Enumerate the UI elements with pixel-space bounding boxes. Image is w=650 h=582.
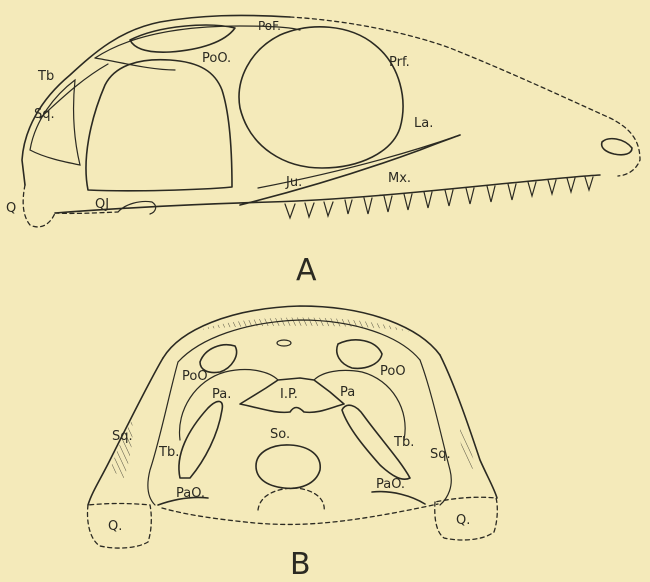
- label-b-poo-left: PoO: [182, 369, 208, 384]
- label-sq: Sq.: [34, 107, 55, 122]
- label-b-pa-right: Pa: [340, 385, 355, 400]
- skull-b-outer-arch: [163, 306, 440, 358]
- label-mx: Mx.: [388, 171, 411, 186]
- skull-b-right-upper-fenestra: [337, 340, 382, 368]
- skull-b-pineal: [277, 340, 291, 346]
- skull-a-snout-dashed: [290, 17, 640, 176]
- label-poo: PoO.: [202, 51, 231, 66]
- label-q: Q: [6, 201, 16, 216]
- skull-a-squamosal-fan: [30, 80, 80, 165]
- skull-a-nostril: [602, 139, 632, 155]
- skull-b-condyle-dashed: [258, 488, 324, 512]
- label-qj: QJ: [95, 197, 109, 212]
- label-b-pa-left: Pa.: [212, 387, 231, 402]
- skull-a-orbit: [239, 27, 403, 168]
- label-b-poo-right: PoO: [380, 364, 406, 379]
- label-prf: Prf.: [389, 55, 410, 70]
- label-b-q-left: Q.: [108, 519, 122, 534]
- panel-label-b: B: [290, 547, 311, 578]
- label-b-ip: I.P.: [280, 387, 298, 402]
- label-b-pao-left: PaO.: [176, 486, 205, 501]
- label-b-sq-left: Sq.: [112, 429, 133, 444]
- label-b-tb-left: Tb.: [158, 445, 179, 460]
- figure-a-lateral-skull: PoF. PoO. Prf. Tb Sq. La. Ju. Mx. Q QJ A: [6, 15, 640, 288]
- panel-label-a: A: [296, 253, 317, 288]
- skull-b-foramen-magnum: [256, 445, 320, 488]
- skull-b-right-squamosal-shade: [460, 420, 476, 470]
- label-b-sq-right: Sq.: [430, 447, 451, 462]
- skull-b-left-inner-flank: [148, 362, 178, 505]
- skull-b-arch-shade: [200, 318, 410, 333]
- label-pof: PoF.: [258, 19, 281, 33]
- skull-a-quadrate-dashed: [23, 185, 55, 227]
- label-b-q-right: Q.: [456, 513, 470, 528]
- label-ju: Ju.: [285, 175, 302, 190]
- skull-b-right-temporal-curve: [314, 370, 405, 440]
- skull-a-teeth: [285, 177, 593, 218]
- skull-b-right-paroccipital: [372, 492, 425, 504]
- label-b-tb-right: Tb.: [393, 435, 414, 450]
- label-b-so: So.: [270, 427, 290, 442]
- skull-b-left-tabular-fenestra: [179, 401, 222, 478]
- skull-b-basal-dashed: [162, 504, 438, 524]
- skull-a-roof-outline: [22, 15, 290, 185]
- figure-b-occipital-skull: PoO PoO Pa. I.P. Pa So. Tb. Tb. Sq. Sq. …: [88, 306, 498, 578]
- skull-b-right-inner-flank: [420, 360, 451, 505]
- label-la: La.: [414, 116, 433, 131]
- label-tb: Tb: [37, 69, 54, 84]
- skull-b-right-flank: [440, 355, 497, 498]
- label-b-pao-right: PaO.: [376, 477, 405, 492]
- skull-a-lateral-temporal-fenestra: [86, 60, 232, 191]
